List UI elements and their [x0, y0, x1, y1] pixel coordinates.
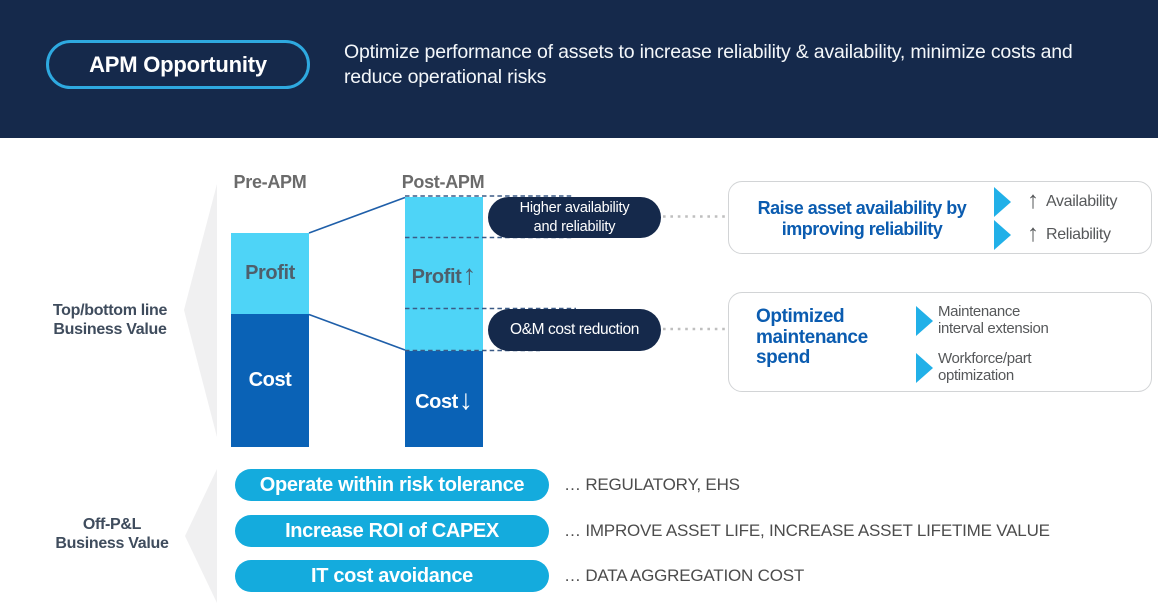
header-band: APM Opportunity Optimize performance of … — [0, 0, 1158, 138]
higher-availability-line1: Higher availability — [519, 199, 630, 216]
optimized-maintenance-title: Optimized maintenance spend — [756, 306, 868, 369]
maintenance-interval-line1: Maintenance — [938, 303, 1021, 320]
pre-apm-cost-label: Cost — [248, 369, 292, 391]
workforce-part-line1: Workforce/part — [938, 350, 1032, 367]
raise-availability-title: Raise asset availability by improving re… — [729, 182, 995, 255]
pre-apm-cost-segment: Cost — [231, 314, 309, 447]
pre-apm-profit-label: Profit — [245, 262, 295, 284]
maintenance-interval-item: Maintenance interval extension — [916, 303, 1049, 337]
up-arrow-icon: ↑ — [1027, 220, 1039, 247]
connector-line-profit-top — [308, 196, 406, 234]
increase-roi-of-capex-pill: Increase ROI of CAPEX — [235, 515, 549, 547]
post-apm-cost-text: Cost↓ — [415, 383, 473, 415]
it-cost-avoidance-label: IT cost avoidance — [311, 564, 473, 587]
play-icon — [994, 220, 1011, 250]
post-apm-title: Post-APM — [401, 172, 485, 192]
off-pl-business-value-label: Off-P&L Business Value — [2, 516, 222, 553]
play-icon — [994, 187, 1011, 217]
workforce-part-item: Workforce/part optimization — [916, 350, 1032, 384]
optimized-maintenance-card: Optimized maintenance spend Maintenance … — [728, 292, 1152, 392]
increase-roi-of-capex-label: Increase ROI of CAPEX — [285, 519, 499, 542]
optimized-maintenance-title-line2: maintenance — [756, 326, 868, 348]
post-apm-bar: Profit↑ Cost↓ — [405, 197, 483, 447]
apm-opportunity-label: APM Opportunity — [89, 51, 267, 77]
maintenance-interval-label: Maintenance interval extension — [938, 303, 1049, 337]
optimized-maintenance-title-line1: Optimized — [756, 306, 845, 327]
availability-item: ↑ Availability — [994, 187, 1117, 217]
operate-within-risk-tolerance-label: Operate within risk tolerance — [259, 473, 525, 496]
optimized-maintenance-title-line3: spend — [756, 347, 810, 368]
raise-availability-card: Raise asset availability by improving re… — [728, 181, 1152, 254]
header-description-line2: reduce operational risks — [344, 65, 547, 88]
higher-availability-badge: Higher availability and reliability — [488, 197, 661, 238]
data-aggregation-cost-note: … DATA AGGREGATION COST — [564, 566, 805, 585]
top-bottom-line-business-value-line2: Business Value — [53, 320, 167, 338]
availability-item-label: Availability — [1046, 192, 1118, 210]
pre-apm-profit-segment: Profit — [231, 233, 309, 314]
play-icon — [916, 352, 933, 383]
post-apm-cost-segment: Cost↓ — [405, 351, 483, 447]
header-description: Optimize performance of assets to increa… — [344, 40, 1073, 89]
connector-line-profit-cost — [308, 313, 406, 351]
post-apm-profit-label: Profit — [411, 266, 462, 288]
raise-availability-title-line1: Raise asset availability by — [757, 198, 967, 218]
reliability-item: ↑ Reliability — [994, 220, 1111, 250]
off-pl-business-value-line2: Business Value — [55, 534, 169, 552]
post-apm-profit-segment: Profit↑ — [405, 197, 483, 351]
it-cost-avoidance-pill: IT cost avoidance — [235, 560, 549, 592]
improve-asset-life-note: … IMPROVE ASSET LIFE, INCREASE ASSET LIF… — [564, 521, 1050, 540]
pre-apm-title: Pre-APM — [233, 172, 307, 192]
apm-opportunity-badge: APM Opportunity — [46, 40, 310, 89]
down-arrow-icon: ↓ — [458, 384, 473, 415]
om-cost-reduction-label: O&M cost reduction — [510, 321, 639, 338]
top-bottom-line-business-value-label: Top/bottom line Business Value — [0, 302, 220, 339]
raise-availability-title-line2: improving reliability — [781, 218, 943, 239]
reliability-item-label: Reliability — [1046, 225, 1111, 243]
workforce-part-line2: optimization — [938, 366, 1014, 384]
regulatory-ehs-note: … REGULATORY, EHS — [564, 475, 740, 494]
post-apm-profit-text: Profit↑ — [412, 258, 477, 290]
higher-availability-line2: and reliability — [533, 218, 616, 235]
up-arrow-icon: ↑ — [462, 259, 477, 290]
play-icon — [916, 305, 933, 336]
post-apm-cost-label: Cost — [415, 391, 458, 413]
om-cost-reduction-badge: O&M cost reduction — [488, 309, 661, 351]
up-arrow-icon: ↑ — [1027, 187, 1039, 214]
pre-apm-bar: Profit Cost — [231, 233, 309, 447]
header-description-line1: Optimize performance of assets to increa… — [344, 41, 1073, 63]
top-bottom-line-business-value-line1: Top/bottom line — [52, 302, 168, 319]
off-pl-business-value-line1: Off-P&L — [82, 516, 142, 533]
workforce-part-label: Workforce/part optimization — [938, 350, 1032, 384]
operate-within-risk-tolerance-pill: Operate within risk tolerance — [235, 469, 549, 501]
maintenance-interval-line2: interval extension — [938, 319, 1049, 337]
